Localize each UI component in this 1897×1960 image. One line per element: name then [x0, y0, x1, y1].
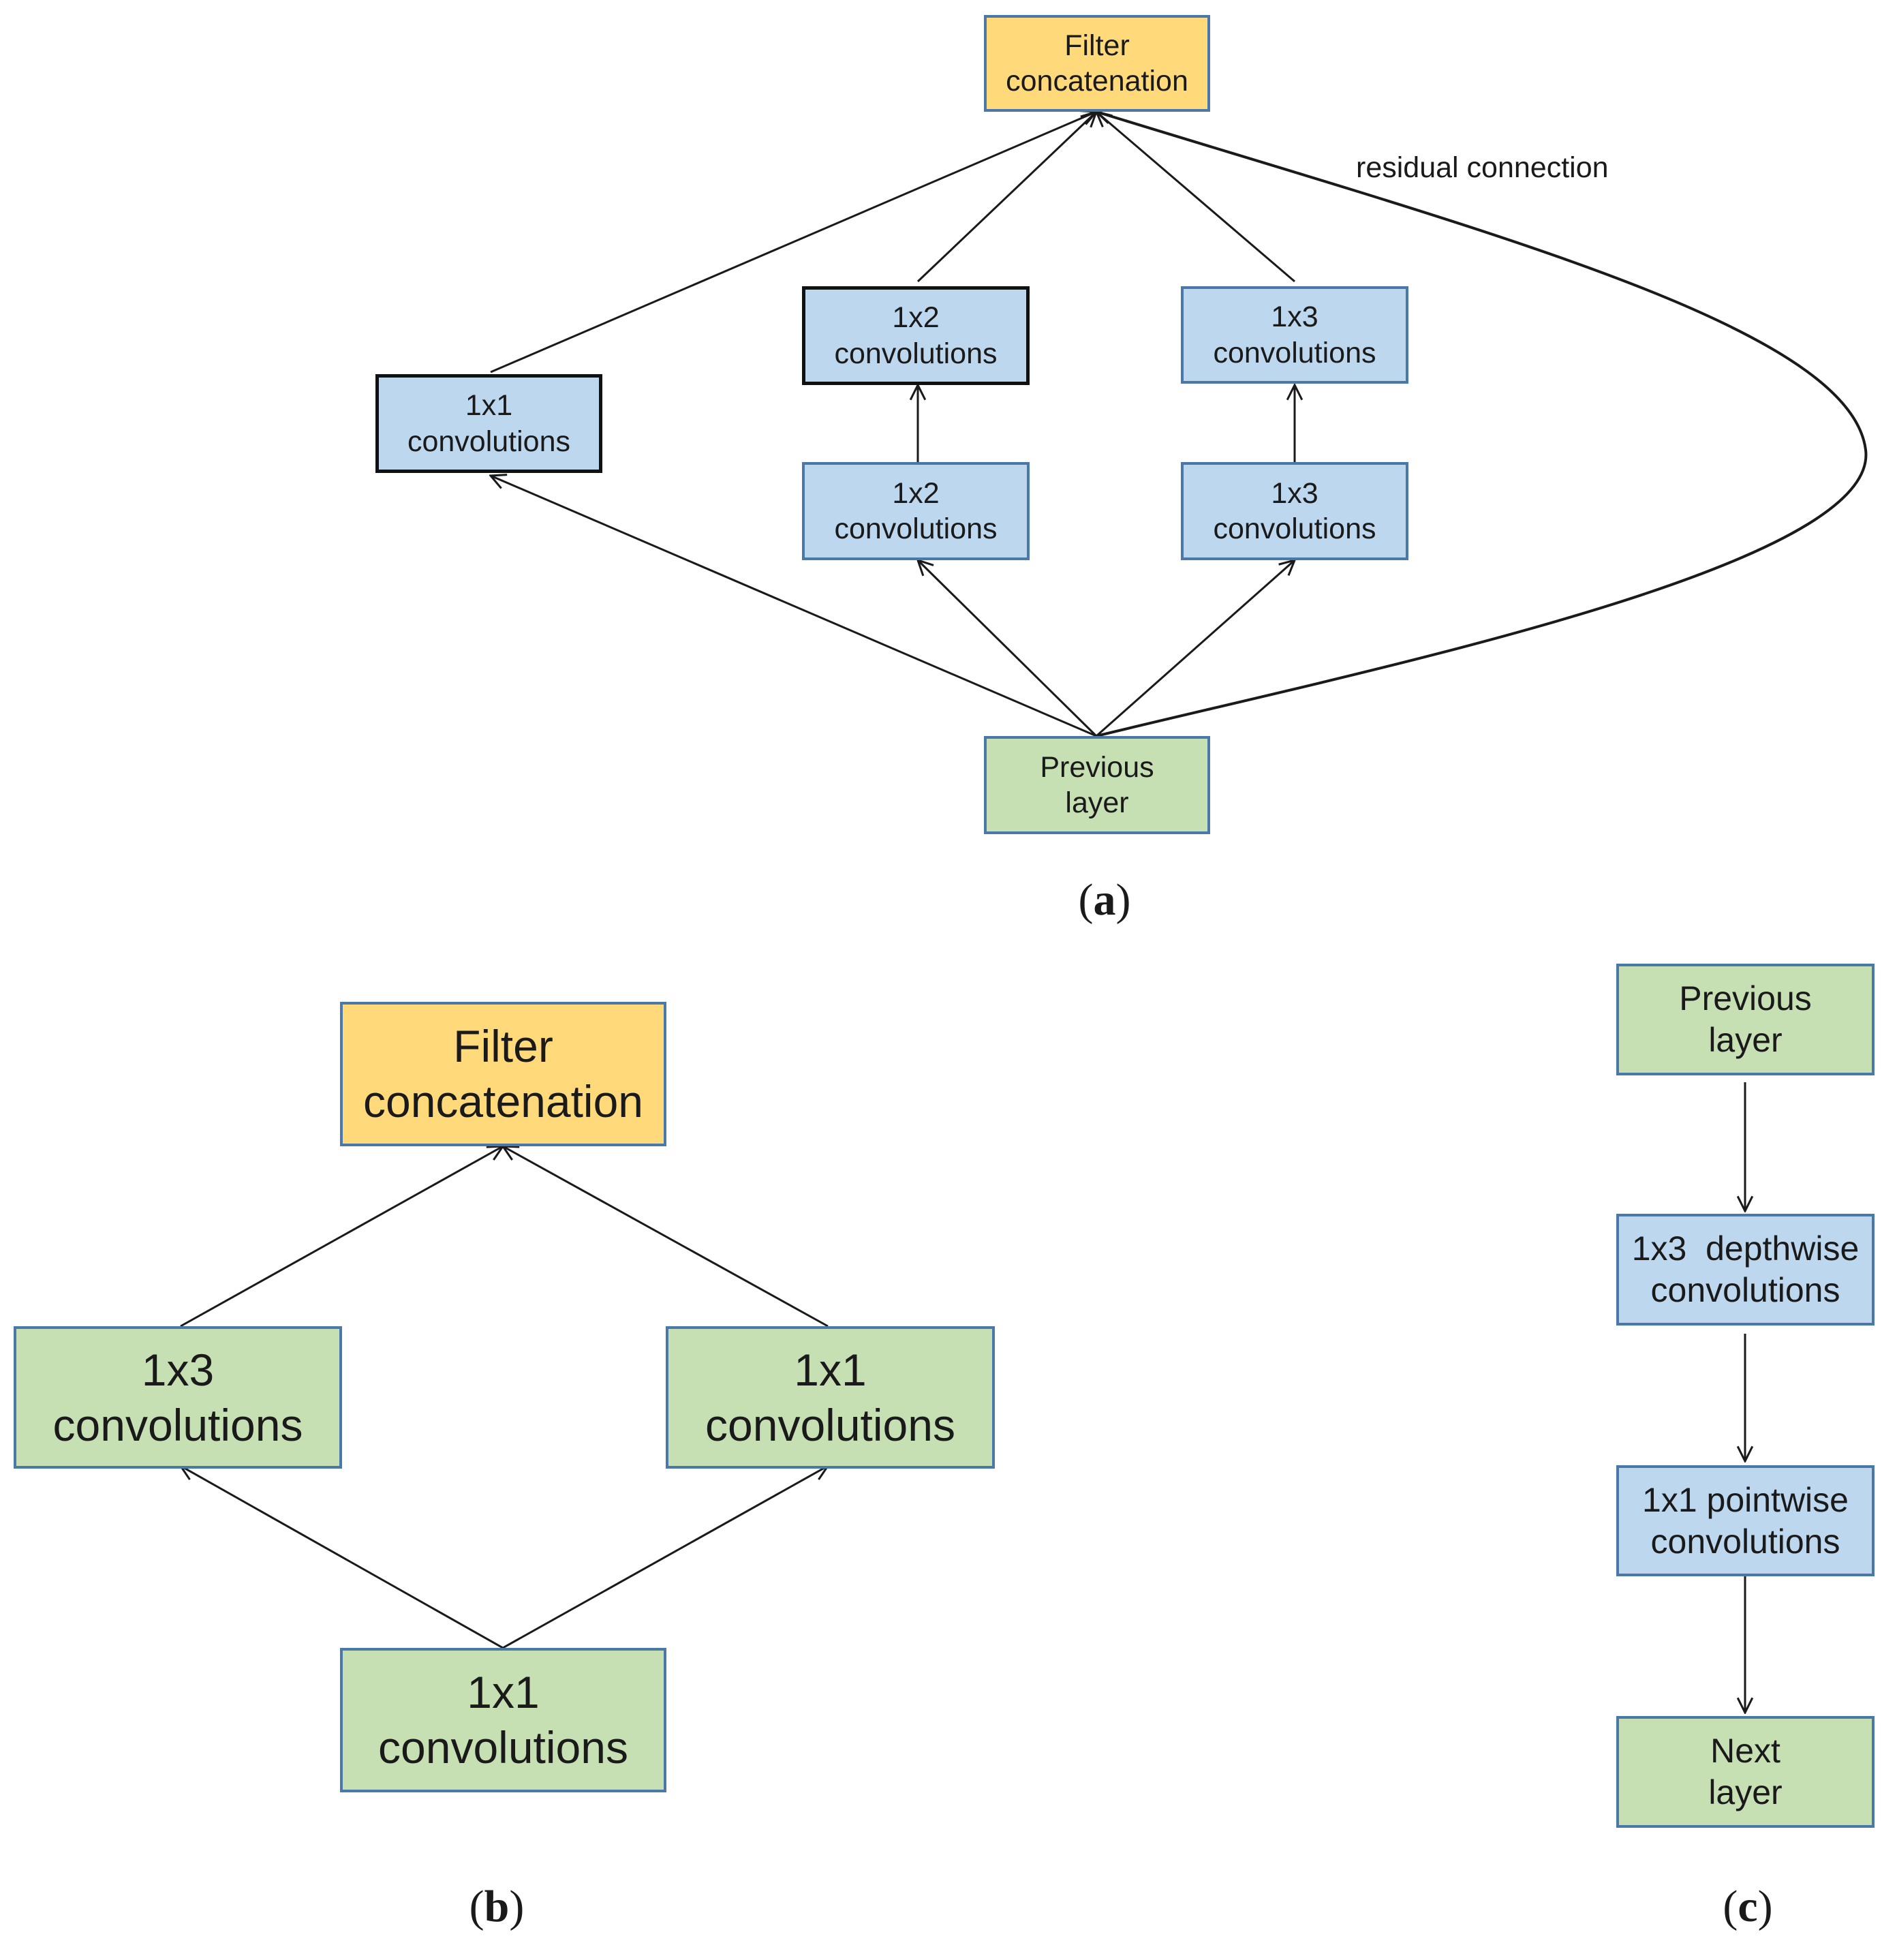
a-previous-layer-line1: Previous [1040, 750, 1154, 784]
a-1x1-conv-box: 1x1 convolutions [375, 374, 602, 473]
a-1x1-conv-line1: 1x1 [465, 389, 513, 423]
a-1x3-top-line2: convolutions [1213, 336, 1376, 369]
arrow-prev-to-1x2-bottom [918, 560, 1098, 737]
residual-connection-arrow [1096, 112, 1868, 737]
b-1x1-conv-right-box: 1x1 convolutions [666, 1326, 995, 1469]
b-1x1-right-line2: convolutions [705, 1399, 955, 1450]
a-previous-layer-line2: layer [1065, 786, 1129, 819]
arrow-prev-to-1x1 [491, 476, 1097, 737]
a-1x3-bottom-line2: convolutions [1213, 512, 1376, 545]
a-1x2-bottom-line2: convolutions [834, 512, 998, 545]
b-1x1-bottom-line1: 1x1 [467, 1667, 540, 1718]
a-1x3-conv-top-box: 1x3 convolutions [1181, 286, 1408, 384]
c-pointwise-line2: convolutions [1650, 1522, 1840, 1561]
arrow-1x3-top-to-concat [1096, 112, 1295, 283]
panel-c-letter: c [1738, 1882, 1758, 1931]
a-1x2-bottom-line1: 1x2 [892, 476, 940, 510]
a-filter-concat-line1: Filter [1064, 29, 1130, 62]
panel-b-letter: b [484, 1882, 510, 1931]
c-pointwise-line1: 1x1 pointwise [1642, 1480, 1849, 1519]
b-filter-concat-line2: concatenation [363, 1076, 643, 1127]
c-pointwise-conv-box: 1x1 pointwise convolutions [1616, 1465, 1875, 1576]
b-1x1-bottom-line2: convolutions [378, 1722, 628, 1773]
panel-b-caption: (b) [469, 1882, 525, 1931]
b-1x3-conv-line2: convolutions [52, 1399, 303, 1450]
arrow-1x1-right-to-concat [503, 1146, 829, 1328]
arrow-prev-to-1x3-bottom [1096, 560, 1295, 737]
arrow-bottom-to-1x3 [181, 1466, 504, 1649]
c-depthwise-line2: convolutions [1650, 1271, 1840, 1309]
panel-a-letter: a [1093, 875, 1116, 925]
arrow-1x1-to-concat [490, 112, 1096, 373]
a-1x2-conv-bottom-box: 1x2 convolutions [802, 462, 1030, 560]
b-1x3-conv-line1: 1x3 [141, 1344, 215, 1395]
arrow-1x3-to-concat [180, 1146, 503, 1328]
panel-a-caption: (a) [1078, 875, 1131, 925]
a-1x3-conv-bottom-box: 1x3 convolutions [1181, 462, 1408, 560]
panel-c-caption: (c) [1723, 1882, 1773, 1931]
c-depthwise-conv-box: 1x3 depthwise convolutions [1616, 1214, 1875, 1326]
a-1x1-conv-line2: convolutions [407, 425, 571, 458]
c-previous-layer-line1: Previous [1679, 979, 1812, 1017]
residual-connection-label: residual connection [1356, 151, 1609, 184]
a-1x3-top-line1: 1x3 [1271, 301, 1318, 334]
b-1x1-right-line1: 1x1 [794, 1344, 867, 1395]
arrow-1x2-top-to-concat [916, 112, 1096, 283]
c-next-layer-line2: layer [1708, 1773, 1783, 1811]
b-filter-concatenation-box: Filter concatenation [340, 1002, 666, 1146]
c-depthwise-line1: 1x3 depthwise [1631, 1229, 1860, 1268]
b-1x3-conv-box: 1x3 convolutions [14, 1326, 342, 1469]
c-next-layer-box: Next layer [1616, 1716, 1875, 1828]
a-previous-layer-box: Previous layer [984, 736, 1210, 834]
b-1x1-conv-bottom-box: 1x1 convolutions [340, 1648, 666, 1792]
c-previous-layer-box: Previous layer [1616, 964, 1875, 1075]
a-filter-concat-line2: concatenation [1006, 65, 1188, 97]
a-1x2-top-line1: 1x2 [892, 301, 940, 335]
arrow-bottom-to-1x1-right [502, 1466, 828, 1649]
a-1x2-top-line2: convolutions [834, 337, 998, 370]
c-next-layer-line1: Next [1710, 1732, 1780, 1770]
c-previous-layer-line2: layer [1708, 1021, 1783, 1059]
a-filter-concatenation-box: Filter concatenation [984, 15, 1210, 112]
a-1x2-conv-top-box: 1x2 convolutions [802, 286, 1030, 385]
a-1x3-bottom-line1: 1x3 [1271, 476, 1318, 510]
b-filter-concat-line1: Filter [453, 1021, 553, 1072]
